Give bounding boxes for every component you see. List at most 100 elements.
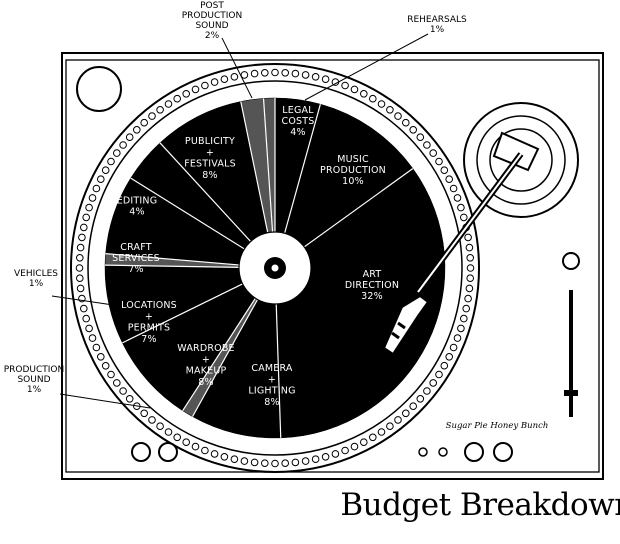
platter-dot [409, 126, 418, 134]
platter-dot [173, 94, 181, 103]
platter-dot [409, 402, 418, 411]
credit-text: Sugar Pie Honey Bunch [446, 421, 549, 431]
platter-dot [423, 387, 431, 395]
platter-dot [466, 274, 475, 283]
platter-dot [360, 90, 368, 98]
platter-dot [435, 370, 443, 379]
platter-dot [466, 253, 475, 262]
platter-dot [440, 166, 449, 174]
callout-label-line: REHEARSALS [407, 15, 467, 25]
platter-dot [125, 395, 134, 403]
platter-dot [291, 69, 300, 78]
platter-dot [445, 353, 454, 361]
platter-dot [423, 141, 431, 149]
platter-dot [250, 458, 259, 467]
platter-dot [113, 379, 121, 387]
callout-label-line: SOUND [195, 21, 228, 31]
slice-label-line: PERMITS [128, 323, 171, 334]
platter-dot [261, 459, 269, 468]
platter-dot [271, 68, 279, 77]
callout-label-line: VEHICLES [14, 269, 58, 279]
platter-dot [107, 370, 115, 379]
slice-label-line: ART [363, 269, 382, 280]
platter-dot [321, 453, 330, 461]
platter-dot [377, 100, 386, 108]
platter-dot [148, 112, 156, 120]
platter-dot [453, 194, 462, 202]
platter-dot [369, 94, 377, 103]
platter-dot [341, 81, 349, 90]
platter-dot [113, 149, 121, 157]
platter-dot [148, 416, 156, 424]
slice-label-line: WARDROBE [177, 343, 235, 354]
headshell-detail [391, 331, 400, 340]
platter-dot [462, 304, 471, 313]
platter-dot [464, 294, 472, 303]
platter-dot [191, 442, 200, 451]
slice-label-line: LEGAL [282, 105, 314, 116]
platter-dot [460, 213, 468, 222]
platter-dot [182, 438, 190, 447]
platter-dot [230, 73, 239, 81]
platter-dot [301, 457, 310, 465]
platter-dot [101, 166, 110, 174]
platter-dot [435, 157, 443, 166]
callout-label-line: PRODUCTION [4, 365, 65, 375]
platter-dot [88, 194, 97, 202]
platter-dot [75, 264, 84, 272]
platter-dot [182, 90, 190, 98]
platter-dot [341, 446, 349, 455]
platter-dot [210, 450, 219, 458]
platter-dot [416, 133, 425, 141]
platter-dot [85, 324, 93, 333]
platter-dot [457, 203, 465, 212]
bottom-knobs [131, 442, 513, 462]
platter-dot [460, 314, 468, 323]
callout-leader-vehicles [51, 295, 121, 307]
slice-value-music-production: 10% [342, 176, 364, 187]
platter-dot [377, 428, 386, 436]
platter-dot [156, 422, 164, 431]
platter-dot [449, 343, 458, 352]
platter-dot [394, 112, 402, 120]
slice-value-wardrobe-makeup: 8% [198, 377, 213, 388]
slice-value-editing: 4% [129, 207, 144, 218]
platter-dot [119, 141, 127, 149]
platter-dot [133, 126, 141, 134]
platter-dot [201, 81, 209, 90]
tonearm-rod-highlight [417, 153, 522, 293]
platter-dot [464, 233, 472, 242]
headshell-detail-2 [397, 321, 406, 330]
platter-dot [457, 324, 465, 333]
slice-label-line: DIRECTION [345, 280, 399, 291]
platter-dot [301, 71, 310, 79]
slice-label-line: SERVICES [112, 253, 160, 264]
platter-dot [250, 69, 259, 78]
callout-value-production-sound: 1% [27, 385, 42, 395]
platter-dot [369, 433, 377, 442]
platter-dot [350, 442, 359, 451]
platter-dot [76, 284, 85, 293]
platter-dot [173, 433, 181, 442]
slice-value-camera-lighting: 8% [264, 397, 279, 408]
platter-dot [85, 203, 93, 212]
platter-dot [445, 175, 454, 183]
slice-label-line: + [202, 354, 210, 365]
platter-dot [466, 264, 475, 272]
slice-label-line: + [145, 311, 153, 322]
platter-dot [191, 85, 200, 94]
pie-slice-wardrobe-makeup [122, 267, 276, 412]
tonearm [382, 102, 579, 356]
platter-dot [350, 85, 359, 94]
platter-dot [107, 157, 115, 166]
callout-leader-production-sound [59, 393, 151, 409]
slice-label-line: + [206, 147, 214, 158]
platter-dot [97, 175, 105, 183]
callout-label-line: SOUND [17, 375, 50, 385]
